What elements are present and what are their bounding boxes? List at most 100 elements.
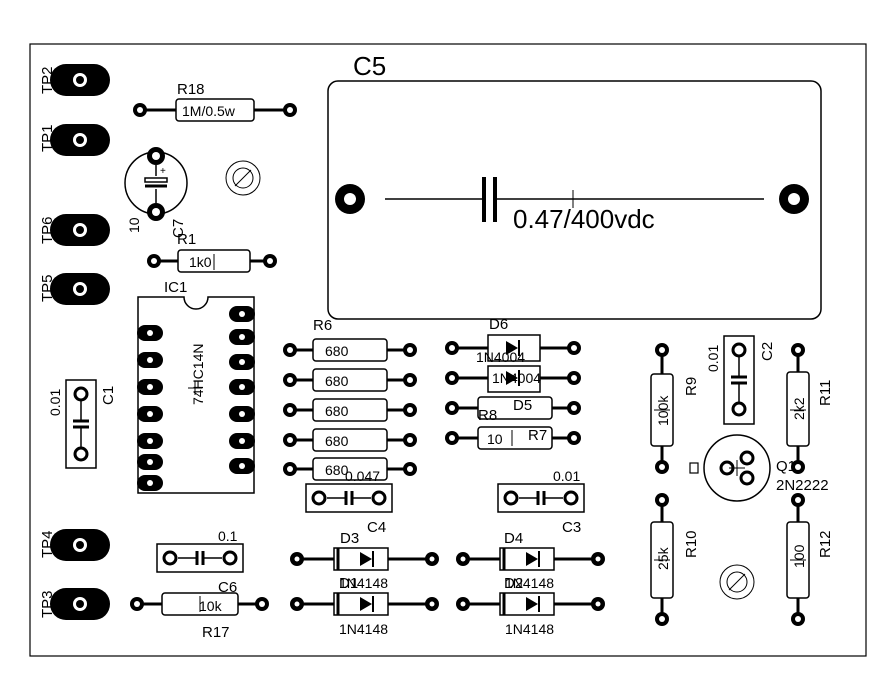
- capacitor-ref: C5: [353, 51, 386, 81]
- capacitor-c2[interactable]: 0.01 C2: [705, 335, 776, 425]
- ic-pins-right: [229, 306, 255, 474]
- resistor-value: 1M/0.5w: [182, 103, 236, 119]
- transistor-value: 2N2222: [776, 477, 829, 494]
- diode-value: 1N4004: [492, 370, 541, 386]
- capacitor-value: 0.01: [705, 345, 721, 372]
- resistor-r1[interactable]: R1 1k0: [147, 231, 277, 273]
- diode-ref: D2: [504, 575, 523, 592]
- resistor-value: 680: [325, 403, 349, 419]
- resistor-ref: R12: [817, 530, 834, 558]
- diode-d4[interactable]: D4 1N4148: [456, 530, 605, 591]
- test-point-label: TP6: [39, 216, 56, 244]
- diode-d6[interactable]: D6 1N4004: [445, 316, 581, 365]
- test-point-tp5[interactable]: TP5: [39, 273, 110, 305]
- diode-d5-upper[interactable]: 1N4004: [445, 365, 581, 393]
- resistor-ref: R1: [177, 231, 196, 248]
- resistor-value: 680: [325, 373, 349, 389]
- resistor-value: 25k: [655, 546, 671, 570]
- capacitor-value: 0.01: [47, 389, 63, 416]
- resistor-ref: R18: [177, 81, 205, 98]
- resistor-ref: R9: [683, 377, 700, 396]
- resistor-value: 680: [325, 343, 349, 359]
- test-point-label: TP5: [39, 274, 56, 302]
- polarity-mark: +: [160, 166, 166, 177]
- capacitor-c3[interactable]: 0.01 C3: [496, 468, 586, 536]
- capacitor-c6[interactable]: 0.1 C6: [155, 528, 245, 596]
- capacitor-value: 10: [126, 217, 142, 233]
- test-point-tp4[interactable]: TP4: [39, 529, 110, 561]
- capacitor-c5[interactable]: C5 0.47/400vdc: [327, 51, 822, 320]
- resistor-r9[interactable]: 100k R9: [650, 343, 700, 474]
- resistor-value: 100k: [655, 395, 671, 426]
- transistor-q1[interactable]: Q1 2N2222: [689, 434, 829, 502]
- test-point-label: TP3: [39, 590, 56, 618]
- resistor-r17[interactable]: 10k R17: [130, 592, 269, 641]
- test-point-label: TP1: [39, 124, 56, 152]
- mounting-hole: [225, 160, 261, 196]
- diode-value: 1N4148: [505, 575, 554, 591]
- resistor-r2[interactable]: 680: [283, 368, 417, 392]
- diode-value: 1N4148: [339, 575, 388, 591]
- test-point-tp3[interactable]: TP3: [39, 588, 110, 620]
- resistor-ref: R10: [683, 530, 700, 558]
- ic-pins-left: [137, 325, 163, 491]
- resistor-r6[interactable]: R6 680: [283, 317, 417, 362]
- capacitor-ref: C2: [759, 342, 776, 361]
- diode-ref: D6: [489, 316, 508, 333]
- diode-ref: D5: [513, 397, 532, 414]
- resistor-r8[interactable]: R8 D5: [445, 396, 581, 424]
- resistor-r7[interactable]: 10 R7: [445, 426, 581, 450]
- capacitor-ref: C4: [367, 519, 386, 536]
- resistor-value: 10k: [199, 598, 223, 614]
- resistor-r10[interactable]: 25k R10: [650, 493, 700, 626]
- resistor-r12[interactable]: 100 R12: [786, 493, 834, 626]
- capacitor-value: 0.1: [218, 528, 238, 544]
- resistor-ref: R8: [478, 407, 497, 424]
- resistor-value: 1k0: [189, 254, 212, 270]
- resistor-ref: R6: [313, 317, 332, 334]
- ic-ic1[interactable]: IC1 74HC14N: [137, 279, 255, 494]
- test-point-label: TP2: [39, 66, 56, 94]
- capacitor-c7[interactable]: + 10 C7: [124, 147, 188, 238]
- test-point-tp2[interactable]: TP2: [39, 64, 110, 96]
- resistor-value: 2k2: [791, 397, 807, 420]
- resistor-ref: R17: [202, 624, 230, 641]
- board-outline: [29, 43, 867, 657]
- resistor-r5[interactable]: 680: [283, 457, 417, 481]
- capacitor-ref: C3: [562, 519, 581, 536]
- resistor-value: 100: [791, 544, 807, 568]
- capacitor-c4[interactable]: 0.047 C4: [304, 468, 394, 536]
- transistor-ref: Q1: [776, 458, 796, 475]
- capacitor-value: 0.047: [345, 468, 380, 484]
- diode-value: 1N4148: [505, 621, 554, 637]
- resistor-ref: R11: [817, 380, 834, 406]
- capacitor-ref: C7: [170, 219, 187, 238]
- diode-ref: D1: [339, 575, 358, 592]
- diode-d3[interactable]: D3 1N4148: [290, 530, 439, 591]
- resistor-r11[interactable]: 2k2 R11: [786, 343, 834, 474]
- capacitor-value: 0.01: [553, 468, 580, 484]
- resistor-ref: R7: [528, 427, 547, 444]
- resistor-value: 680: [325, 433, 349, 449]
- diode-value: 1N4004: [476, 349, 525, 365]
- diode-ref: D3: [340, 530, 359, 547]
- capacitor-c1[interactable]: 0.01 C1: [47, 379, 117, 469]
- test-point-tp6[interactable]: TP6: [39, 214, 110, 246]
- capacitor-ref: C1: [100, 386, 117, 405]
- mounting-hole: [719, 564, 755, 600]
- capacitor-ref: C6: [218, 579, 237, 596]
- ic-value: 74HC14N: [190, 344, 206, 405]
- test-point-tp1[interactable]: TP1: [39, 124, 110, 156]
- diode-d1[interactable]: D1 1N4148: [290, 575, 439, 637]
- diode-ref: D4: [504, 530, 523, 547]
- diode-d2[interactable]: D2 1N4148: [456, 575, 605, 637]
- resistor-r3[interactable]: 680: [283, 398, 417, 422]
- capacitor-value: 0.47/400vdc: [513, 204, 655, 234]
- resistor-value: 680: [325, 462, 349, 478]
- resistor-r4[interactable]: 680: [283, 428, 417, 452]
- resistor-value: 10: [487, 431, 503, 447]
- resistor-r18[interactable]: R18 1M/0.5w: [133, 81, 297, 122]
- test-point-label: TP4: [39, 530, 56, 558]
- diode-value: 1N4148: [339, 621, 388, 637]
- ic-ref: IC1: [164, 279, 187, 296]
